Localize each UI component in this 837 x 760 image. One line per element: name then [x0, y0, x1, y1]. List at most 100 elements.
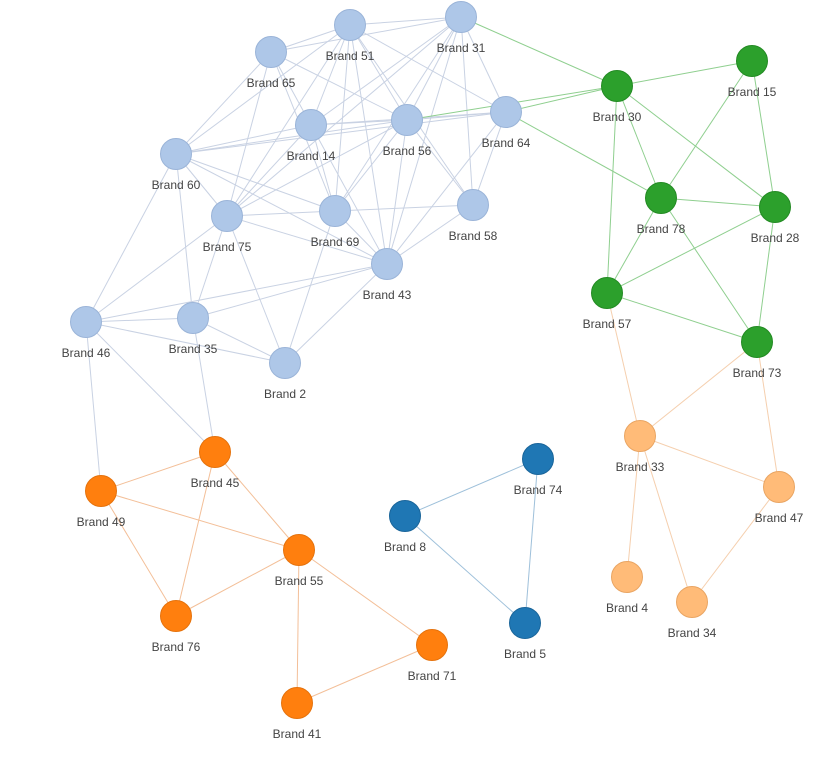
edge-n60-n46	[85, 153, 177, 323]
node-n2[interactable]: Brand 2	[264, 347, 306, 402]
node-circle[interactable]	[269, 347, 301, 379]
node-n58[interactable]: Brand 58	[449, 189, 498, 244]
node-circle[interactable]	[334, 9, 366, 41]
edge-n28-n73	[756, 206, 776, 343]
node-circle[interactable]	[371, 248, 403, 280]
node-n15[interactable]: Brand 15	[728, 45, 777, 100]
node-n46[interactable]: Brand 46	[62, 306, 111, 361]
node-circle[interactable]	[611, 561, 643, 593]
node-circle[interactable]	[601, 70, 633, 102]
edge-n45-n76	[175, 451, 216, 617]
node-n30[interactable]: Brand 30	[593, 70, 642, 125]
node-n69[interactable]: Brand 69	[311, 195, 360, 250]
edge-n56-n43	[386, 119, 408, 265]
node-circle[interactable]	[255, 36, 287, 68]
node-label: Brand 57	[583, 317, 632, 331]
node-n31[interactable]: Brand 31	[437, 1, 486, 56]
node-circle[interactable]	[160, 600, 192, 632]
edge-n75-n69	[226, 210, 336, 217]
edge-n69-n58	[334, 204, 474, 212]
node-circle[interactable]	[457, 189, 489, 221]
node-circle[interactable]	[759, 191, 791, 223]
node-circle[interactable]	[490, 96, 522, 128]
edge-n46-n35	[85, 317, 194, 323]
node-circle[interactable]	[624, 420, 656, 452]
node-n35[interactable]: Brand 35	[169, 302, 218, 357]
node-label: Brand 71	[408, 669, 457, 683]
node-circle[interactable]	[736, 45, 768, 77]
node-circle[interactable]	[591, 277, 623, 309]
node-n43[interactable]: Brand 43	[363, 248, 412, 303]
edge-n47-n34	[691, 486, 780, 603]
node-n65[interactable]: Brand 65	[247, 36, 296, 91]
node-circle[interactable]	[211, 200, 243, 232]
edge-n64-n43	[386, 111, 507, 265]
node-n5[interactable]: Brand 5	[504, 607, 546, 662]
edge-n51-n14	[310, 24, 351, 126]
node-label: Brand 8	[384, 540, 426, 554]
node-n71[interactable]: Brand 71	[408, 629, 457, 684]
node-label: Brand 51	[326, 49, 375, 63]
node-n34[interactable]: Brand 34	[668, 586, 717, 641]
node-circle[interactable]	[281, 687, 313, 719]
node-circle[interactable]	[763, 471, 795, 503]
edge-n64-n30	[505, 85, 618, 113]
node-circle[interactable]	[70, 306, 102, 338]
edge-n33-n47	[639, 435, 780, 488]
node-n75[interactable]: Brand 75	[203, 200, 252, 255]
node-circle[interactable]	[295, 109, 327, 141]
node-circle[interactable]	[522, 443, 554, 475]
node-n28[interactable]: Brand 28	[751, 191, 800, 246]
node-circle[interactable]	[391, 104, 423, 136]
edge-n60-n43	[175, 153, 388, 265]
node-n64[interactable]: Brand 64	[482, 96, 531, 151]
node-n33[interactable]: Brand 33	[616, 420, 665, 475]
node-n57[interactable]: Brand 57	[583, 277, 632, 332]
node-label: Brand 41	[273, 727, 322, 741]
node-n74[interactable]: Brand 74	[514, 443, 563, 498]
node-circle[interactable]	[199, 436, 231, 468]
node-n56[interactable]: Brand 56	[383, 104, 432, 159]
node-circle[interactable]	[676, 586, 708, 618]
edge-n55-n71	[298, 549, 433, 646]
edge-n56-n58	[406, 119, 474, 206]
edge-n56-n60	[175, 119, 408, 155]
node-n76[interactable]: Brand 76	[152, 600, 201, 655]
edge-n8-n5	[404, 515, 526, 624]
node-n60[interactable]: Brand 60	[152, 138, 201, 193]
node-n8[interactable]: Brand 8	[384, 500, 426, 555]
edge-n73-n33	[639, 341, 758, 437]
node-circle[interactable]	[645, 182, 677, 214]
node-n55[interactable]: Brand 55	[275, 534, 324, 589]
node-n49[interactable]: Brand 49	[77, 475, 126, 530]
node-circle[interactable]	[416, 629, 448, 661]
node-circle[interactable]	[177, 302, 209, 334]
node-circle[interactable]	[741, 326, 773, 358]
node-circle[interactable]	[283, 534, 315, 566]
node-circle[interactable]	[160, 138, 192, 170]
node-circle[interactable]	[319, 195, 351, 227]
node-circle[interactable]	[85, 475, 117, 507]
node-n78[interactable]: Brand 78	[637, 182, 686, 237]
edge-n31-n30	[460, 16, 618, 87]
edge-n60-n35	[175, 153, 194, 319]
node-circle[interactable]	[509, 607, 541, 639]
node-label: Brand 47	[755, 511, 804, 525]
node-circle[interactable]	[445, 1, 477, 33]
node-n73[interactable]: Brand 73	[733, 326, 782, 381]
edge-n28-n57	[606, 206, 776, 294]
node-n47[interactable]: Brand 47	[755, 471, 804, 526]
node-circle[interactable]	[389, 500, 421, 532]
edge-n45-n35	[192, 317, 216, 453]
node-n45[interactable]: Brand 45	[191, 436, 240, 491]
edge-n74-n8	[404, 458, 539, 517]
node-n14[interactable]: Brand 14	[287, 109, 336, 164]
edge-n49-n76	[100, 490, 177, 617]
node-label: Brand 15	[728, 85, 777, 99]
node-n41[interactable]: Brand 41	[273, 687, 322, 742]
node-n4[interactable]: Brand 4	[606, 561, 648, 616]
edge-n46-n2	[85, 321, 286, 364]
node-label: Brand 31	[437, 41, 486, 55]
node-n51[interactable]: Brand 51	[326, 9, 375, 64]
edge-n43-n35	[192, 263, 388, 319]
